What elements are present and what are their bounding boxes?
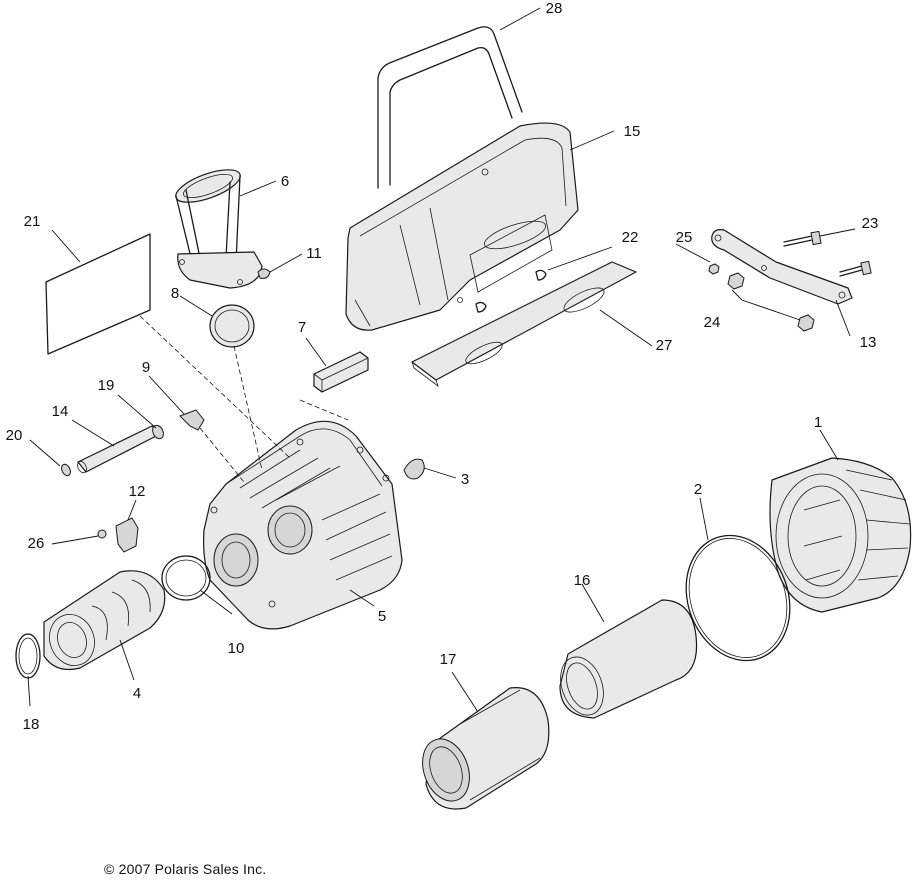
part-23-bolts <box>783 230 872 277</box>
callout-2: 2 <box>694 481 702 498</box>
part-12-sensor <box>115 517 139 553</box>
callout-3: 3 <box>461 471 469 488</box>
part-28-frame <box>377 26 523 189</box>
part-26-screw <box>97 529 107 539</box>
callout-labels: 28 15 6 11 21 8 7 9 19 14 20 22 27 23 25… <box>6 0 879 733</box>
part-6-snorkel <box>175 169 263 289</box>
leader-lines <box>27 7 856 713</box>
part-21-label <box>45 233 151 355</box>
callout-16: 16 <box>574 572 591 589</box>
part-9-fitting <box>179 409 205 431</box>
callout-13: 13 <box>860 334 877 351</box>
part-15-cover <box>345 122 579 331</box>
callout-4: 4 <box>133 685 141 702</box>
callout-7: 7 <box>298 319 306 336</box>
callout-22: 22 <box>622 229 639 246</box>
part-4-boot <box>43 570 166 671</box>
callout-12: 12 <box>129 483 146 500</box>
part-27-pad <box>411 261 637 388</box>
callout-21: 21 <box>24 213 41 230</box>
callout-10: 10 <box>228 640 245 657</box>
callout-9: 9 <box>142 359 150 376</box>
part-5-airbox <box>203 420 403 630</box>
callout-19: 19 <box>98 377 115 394</box>
part-10-clamp <box>161 555 211 601</box>
callout-1: 1 <box>814 414 822 431</box>
callout-26: 26 <box>28 535 45 552</box>
callout-15: 15 <box>624 123 641 140</box>
part-24-25-nuts <box>708 263 815 332</box>
part-2-oring <box>685 534 791 662</box>
callout-5: 5 <box>378 608 386 625</box>
part-7-block <box>313 351 369 393</box>
part-11-screw <box>257 268 271 279</box>
callout-14: 14 <box>52 403 69 420</box>
callout-17: 17 <box>440 651 457 668</box>
callout-25: 25 <box>676 229 693 246</box>
callout-20: 20 <box>6 427 23 444</box>
part-14-hose <box>61 424 164 477</box>
copyright-notice: © 2007 Polaris Sales Inc. <box>104 861 267 877</box>
part-16-prefilter <box>559 599 698 719</box>
part-17-filter <box>422 687 550 810</box>
callout-8: 8 <box>171 285 179 302</box>
callout-23: 23 <box>862 215 879 232</box>
part-1-endcap <box>769 457 912 613</box>
part-22-clips <box>475 269 547 313</box>
callout-28: 28 <box>546 0 563 17</box>
callout-11: 11 <box>306 245 322 262</box>
callout-24: 24 <box>704 314 721 331</box>
callout-18: 18 <box>23 716 40 733</box>
callout-27: 27 <box>656 337 673 354</box>
part-8-disc <box>209 304 255 348</box>
part-3-clip <box>403 458 425 480</box>
part-18-clamp <box>15 633 41 679</box>
assembly-guide-lines <box>139 315 349 483</box>
callout-6: 6 <box>281 173 289 190</box>
part-13-bracket <box>711 229 853 305</box>
